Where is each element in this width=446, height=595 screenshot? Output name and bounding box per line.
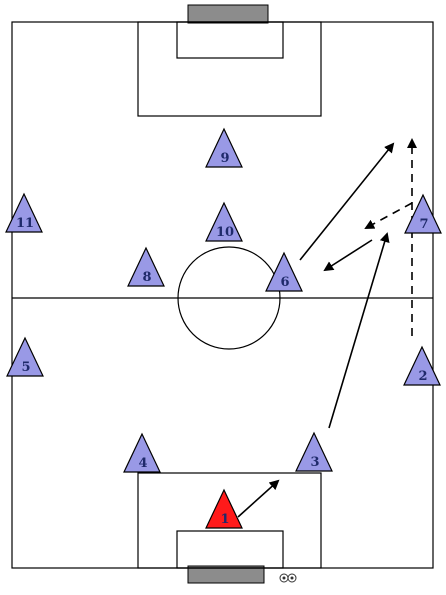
player-number: 11 [16, 216, 34, 231]
player-6: 6 [265, 251, 303, 292]
player-triangle [205, 201, 243, 242]
player-number: 2 [418, 369, 427, 384]
player-number: 9 [220, 151, 229, 166]
player-triangle [127, 246, 165, 287]
bottom-goal-area [176, 530, 284, 569]
player-number: 8 [142, 270, 151, 285]
player-8: 8 [127, 246, 165, 287]
player-triangle [295, 431, 333, 472]
player-number: 10 [216, 225, 234, 240]
player-triangle [123, 432, 161, 473]
player-number: 1 [220, 512, 229, 527]
top-goal [187, 4, 269, 24]
arrow-3-to-7 [328, 232, 390, 429]
pitch-outline [11, 21, 434, 569]
arrow-7-to-6 [364, 202, 413, 229]
player-triangle [6, 336, 44, 377]
players-layer: 1 2 3 4 5 6 7 8 9 10 11 [5, 127, 442, 529]
arrow-6-forward [299, 142, 395, 261]
player-triangle [5, 192, 43, 233]
player-5: 5 [6, 336, 44, 377]
player-1: 1 [205, 488, 243, 529]
player-number: 3 [310, 455, 319, 470]
arrow-1-to-3 [237, 479, 280, 518]
player-10: 10 [205, 201, 243, 242]
player-4: 4 [123, 432, 161, 473]
soccer-balls-icon [279, 573, 297, 583]
center-circle [177, 246, 281, 350]
player-triangle [205, 127, 243, 168]
top-goal-area [176, 21, 284, 59]
player-triangle [404, 193, 442, 234]
arrow-6-to-7-back [323, 239, 373, 272]
player-triangle [205, 488, 243, 529]
player-7: 7 [404, 193, 442, 234]
top-penalty-area [137, 21, 322, 117]
player-9: 9 [205, 127, 243, 168]
player-triangle [265, 251, 303, 292]
player-number: 4 [138, 456, 147, 471]
player-triangle [403, 345, 441, 386]
player-number: 6 [280, 275, 289, 290]
player-11: 11 [5, 192, 43, 233]
player-number: 5 [21, 360, 30, 375]
player-2: 2 [403, 345, 441, 386]
player-3: 3 [295, 431, 333, 472]
player-number: 7 [419, 217, 428, 232]
bottom-goal [187, 565, 265, 584]
